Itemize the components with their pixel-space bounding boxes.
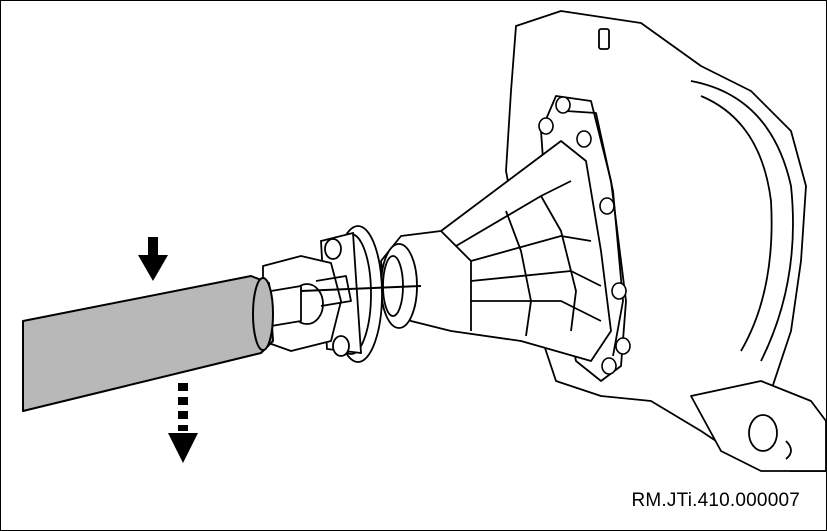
bolt	[555, 96, 571, 114]
arrow-down-dashed-icon	[168, 383, 198, 463]
pinion-nose	[380, 140, 612, 362]
universal-joint	[262, 255, 422, 352]
figure-reference-code: RM.JTi.410.000007	[631, 490, 800, 511]
arrow-down-solid-icon	[138, 237, 168, 281]
propeller-shaft	[22, 275, 274, 412]
bolt	[611, 282, 627, 300]
bolt	[576, 130, 592, 148]
bolt	[599, 197, 615, 215]
bolt	[538, 117, 554, 135]
bolt	[615, 337, 631, 355]
carrier-flange-bolts	[538, 96, 631, 375]
bolt	[601, 357, 617, 375]
